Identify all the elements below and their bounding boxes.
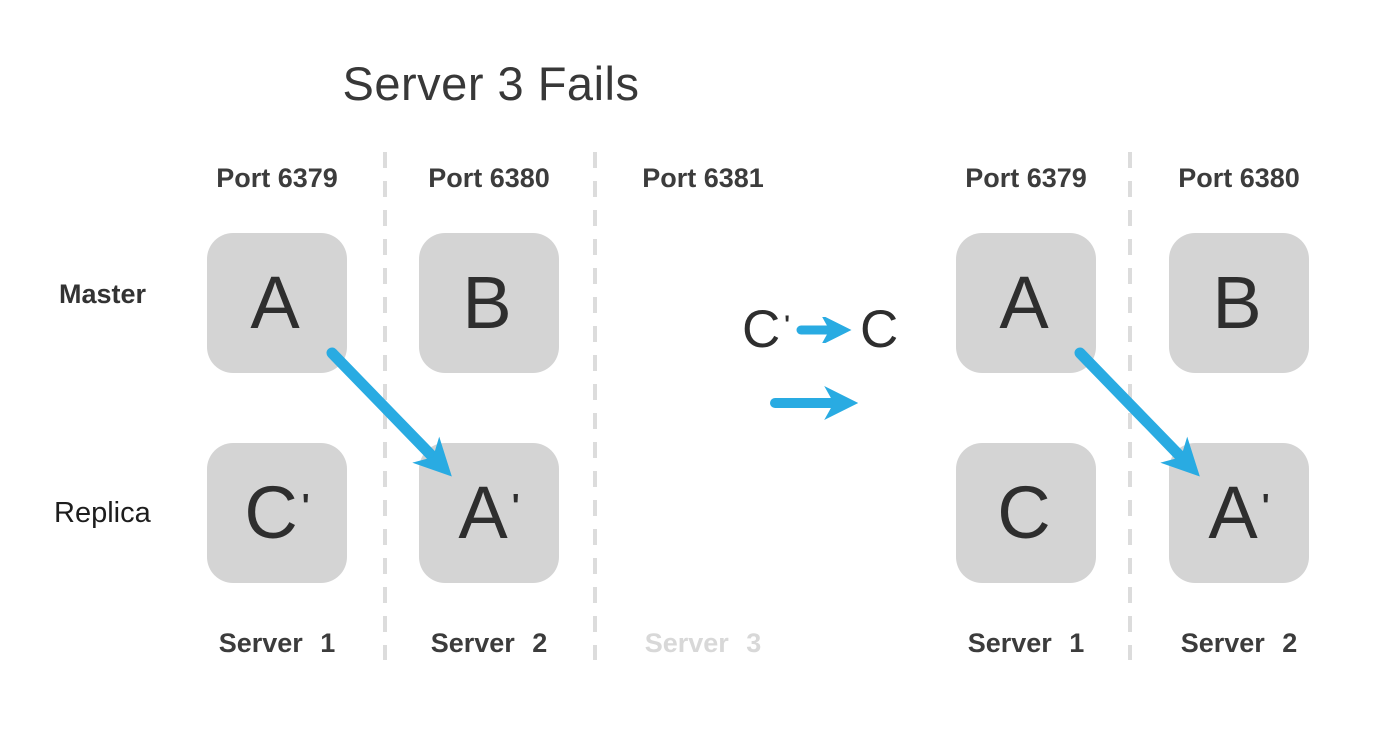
before-replica-c-prime-node: C' — [207, 443, 347, 583]
separator-before-s2-s3 — [593, 152, 597, 660]
before-port-6379-label: Port 6379 — [216, 163, 338, 193]
node-letter: A — [999, 261, 1049, 344]
prime-mark: ' — [1261, 488, 1270, 526]
node-letter: C' — [244, 471, 310, 554]
after-port-6379-label: Port 6379 — [965, 163, 1087, 193]
node-letter: A' — [1208, 471, 1270, 554]
before-server-2-label: Server 2 — [430, 628, 548, 658]
before-port-6380-label: Port 6380 — [428, 163, 550, 193]
separator-after-s1-s2 — [1128, 152, 1132, 660]
promotion-annotation: C' C — [742, 303, 898, 356]
after-port-6380-label: Port 6380 — [1178, 163, 1300, 193]
before-replica-a-prime-node: A' — [419, 443, 559, 583]
before-port-6381-label: Port 6381 — [642, 163, 764, 193]
after-server-2-label: Server 2 — [1180, 628, 1298, 658]
transition-from: C' — [742, 300, 790, 359]
replication-arrow-before — [326, 347, 452, 477]
before-server-3-label-failed: Server 3 — [644, 628, 762, 658]
separator-before-s1-s2 — [383, 152, 387, 660]
row-label-replica: Replica — [54, 497, 151, 529]
after-replica-a-prime-node: A' — [1169, 443, 1309, 583]
node-letter: A — [250, 261, 300, 344]
node-letter: B — [462, 261, 512, 344]
before-server-1-label: Server 1 — [218, 628, 336, 658]
after-master-a-node: A — [956, 233, 1096, 373]
row-label-master: Master — [59, 279, 147, 309]
node-letter: A' — [458, 471, 520, 554]
after-replica-c-node: C — [956, 443, 1096, 583]
node-letter: C — [997, 471, 1051, 554]
after-master-b-node: B — [1169, 233, 1309, 373]
diagram-title: Server 3 Fails — [342, 57, 640, 110]
prime-mark: ' — [301, 488, 310, 526]
prime-mark: ' — [511, 488, 520, 526]
before-master-b-node: B — [419, 233, 559, 373]
promotion-mini-arrow-icon — [796, 316, 852, 343]
node-letter: B — [1212, 261, 1262, 344]
before-master-a-node: A — [207, 233, 347, 373]
prime-mark: ' — [784, 311, 790, 339]
transition-to: C — [859, 300, 899, 359]
after-server-1-label: Server 1 — [967, 628, 1085, 658]
